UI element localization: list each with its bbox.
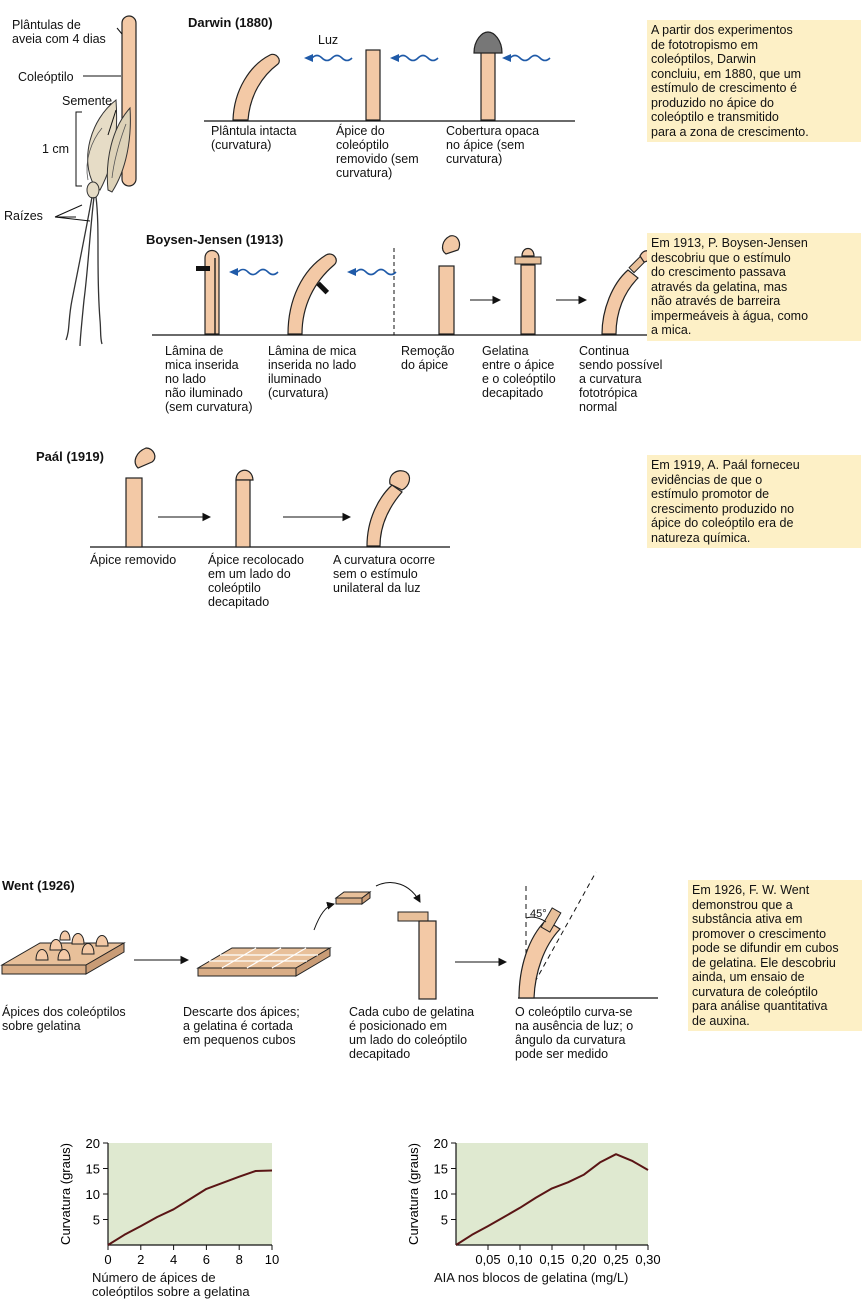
- chart1-y-axis-label: Curvatura (graus): [58, 1143, 73, 1245]
- chart2-y-tick-label: 20: [434, 1136, 448, 1151]
- chart1-y-tick-label: 10: [86, 1187, 100, 1202]
- chart1-x-tick-label: 2: [137, 1252, 144, 1267]
- chart2-x-tick-label: 0,10: [507, 1252, 532, 1267]
- chart1-y-tick-label: 5: [93, 1213, 100, 1228]
- chart1-y-tick-label: 20: [86, 1136, 100, 1151]
- chart2-x-tick-label: 0,30: [635, 1252, 660, 1267]
- chart1-x-tick-label: 10: [265, 1252, 279, 1267]
- chart2-x-tick-label: 0,25: [603, 1252, 628, 1267]
- chart1-x-tick-label: 6: [203, 1252, 210, 1267]
- chart2-y-tick-label: 15: [434, 1162, 448, 1177]
- chart1-x-tick-label: 0: [104, 1252, 111, 1267]
- chart1-x-tick-label: 8: [236, 1252, 243, 1267]
- chart2-y-axis-label: Curvatura (graus): [406, 1143, 421, 1245]
- chart2-x-tick-label: 0,15: [539, 1252, 564, 1267]
- chart1-x-axis-label: Número de ápices de coleóptilos sobre a …: [92, 1271, 250, 1299]
- chart1-y-tick-label: 15: [86, 1162, 100, 1177]
- chart1-x-tick-label: 4: [170, 1252, 177, 1267]
- chart2-x-tick-label: 0,05: [475, 1252, 500, 1267]
- chart2-plot-area: [456, 1143, 648, 1245]
- chart2-x-tick-label: 0,20: [571, 1252, 596, 1267]
- chart2-y-tick-label: 10: [434, 1187, 448, 1202]
- chart2-x-axis-label: AIA nos blocos de gelatina (mg/L): [434, 1271, 628, 1285]
- chart2-y-tick-label: 5: [441, 1213, 448, 1228]
